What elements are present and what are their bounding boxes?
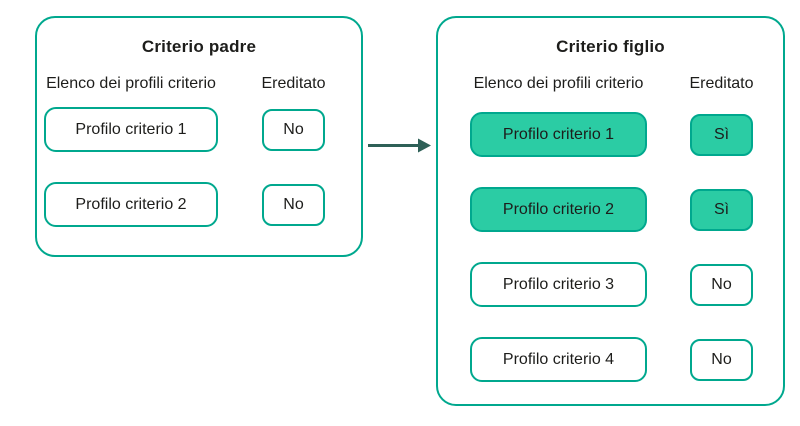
column-header-profiles: Elenco dei profili criterio: [46, 75, 216, 92]
inherited-value-box: No: [690, 338, 753, 381]
profile-box: Profilo criterio 1: [470, 112, 647, 157]
profile-row: Profilo criterio 1 Sì: [470, 112, 783, 157]
profile-box: Profilo criterio 2: [44, 182, 218, 227]
inherited-value-box: No: [262, 108, 325, 151]
profile-row: Profilo criterio 1 No: [44, 107, 361, 152]
profile-row: Profilo criterio 3 No: [470, 262, 783, 307]
inherited-value-box: No: [262, 183, 325, 226]
panel-criterio-figlio: Criterio figlio Elenco dei profili crite…: [436, 16, 785, 406]
panel-criterio-padre: Criterio padre Elenco dei profili criter…: [35, 16, 363, 257]
arrow-right-icon: [368, 138, 431, 153]
column-header-inherited: Ereditato: [689, 75, 754, 92]
column-headers: Elenco dei profili criterio Ereditato: [44, 75, 361, 93]
inherited-value-box: Sì: [690, 188, 753, 231]
column-header-profiles: Elenco dei profili criterio: [473, 75, 644, 92]
inherited-value-box: No: [690, 263, 753, 306]
profile-box: Profilo criterio 1: [44, 107, 218, 152]
profile-row: Profilo criterio 4 No: [470, 337, 783, 382]
profile-row: Profilo criterio 2 No: [44, 182, 361, 227]
column-headers: Elenco dei profili criterio Ereditato: [470, 75, 783, 93]
profile-box: Profilo criterio 2: [470, 187, 647, 232]
panel-title: Criterio padre: [141, 37, 257, 56]
profile-box: Profilo criterio 4: [470, 337, 647, 382]
column-header-inherited: Ereditato: [261, 75, 326, 92]
panel-title: Criterio figlio: [556, 37, 665, 56]
profile-row: Profilo criterio 2 Sì: [470, 187, 783, 232]
inherited-value-box: Sì: [690, 113, 753, 156]
profile-box: Profilo criterio 3: [470, 262, 647, 307]
